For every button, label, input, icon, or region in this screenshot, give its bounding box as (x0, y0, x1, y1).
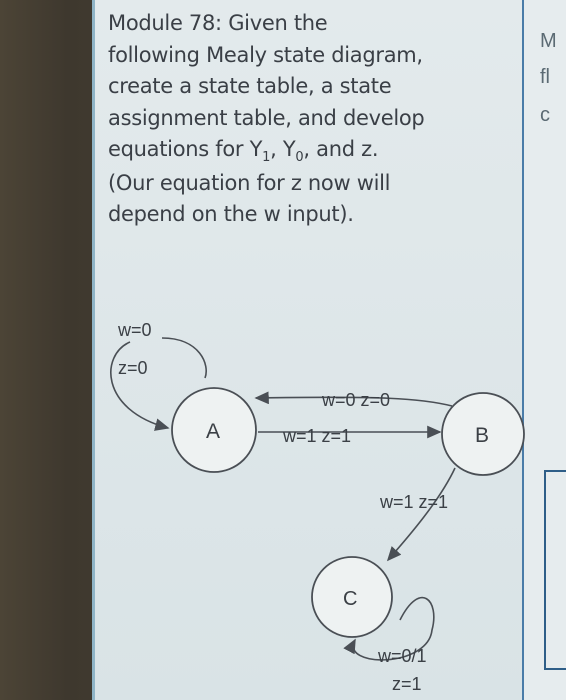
state-b-circle (441, 392, 525, 476)
question-line: equations for Y1, Y0, and z. (108, 134, 518, 168)
next-slide-text-1: M (540, 30, 557, 52)
a-self-loop-arrow (110, 337, 207, 428)
subscript-1: 1 (262, 150, 271, 166)
equation-prefix: equations for Y (108, 137, 263, 161)
a-self-loop-z-label: z=0 (118, 358, 148, 378)
b-to-c-label: w=1 z=1 (379, 492, 448, 512)
next-slide-text-2: fl (540, 66, 550, 88)
state-c-label: C (343, 588, 357, 610)
question-line: (Our equation for z now will (108, 170, 391, 195)
next-slide-panel: M fl c (522, 0, 566, 700)
equation-suffix: , and z. (303, 137, 379, 161)
c-self-loop-z-label: z=1 (392, 674, 422, 694)
question-line: Module 78: Given the (108, 11, 328, 35)
b-to-a-label: w=0 z=0 (321, 390, 390, 410)
state-b-label: B (475, 424, 489, 447)
next-slide-text-3: c (540, 104, 550, 126)
state-a-circle (171, 387, 257, 473)
b-to-a-arrow (254, 391, 453, 407)
a-to-b-label: w=1 z=1 (282, 426, 351, 446)
c-self-loop-arrow (343, 596, 435, 661)
question-line: assignment table, and develop (108, 105, 425, 130)
question-line: create a state table, a state (108, 74, 392, 98)
state-c-circle (311, 556, 393, 638)
question-line: following Mealy state diagram, (108, 42, 423, 67)
b-to-c-arrow (386, 467, 456, 562)
question-line: depend on the w input). (108, 202, 354, 227)
equation-mid: , Y (270, 137, 296, 161)
state-a-label: A (206, 420, 220, 443)
subscript-0: 0 (295, 150, 304, 166)
next-slide-frame (544, 470, 566, 670)
a-self-loop-w-label: w=0 (117, 320, 152, 340)
slide-panel (92, 0, 522, 700)
question-text: Module 78: Given the following Mealy sta… (108, 8, 518, 231)
c-self-loop-w-label: w=0/1 (377, 646, 427, 666)
